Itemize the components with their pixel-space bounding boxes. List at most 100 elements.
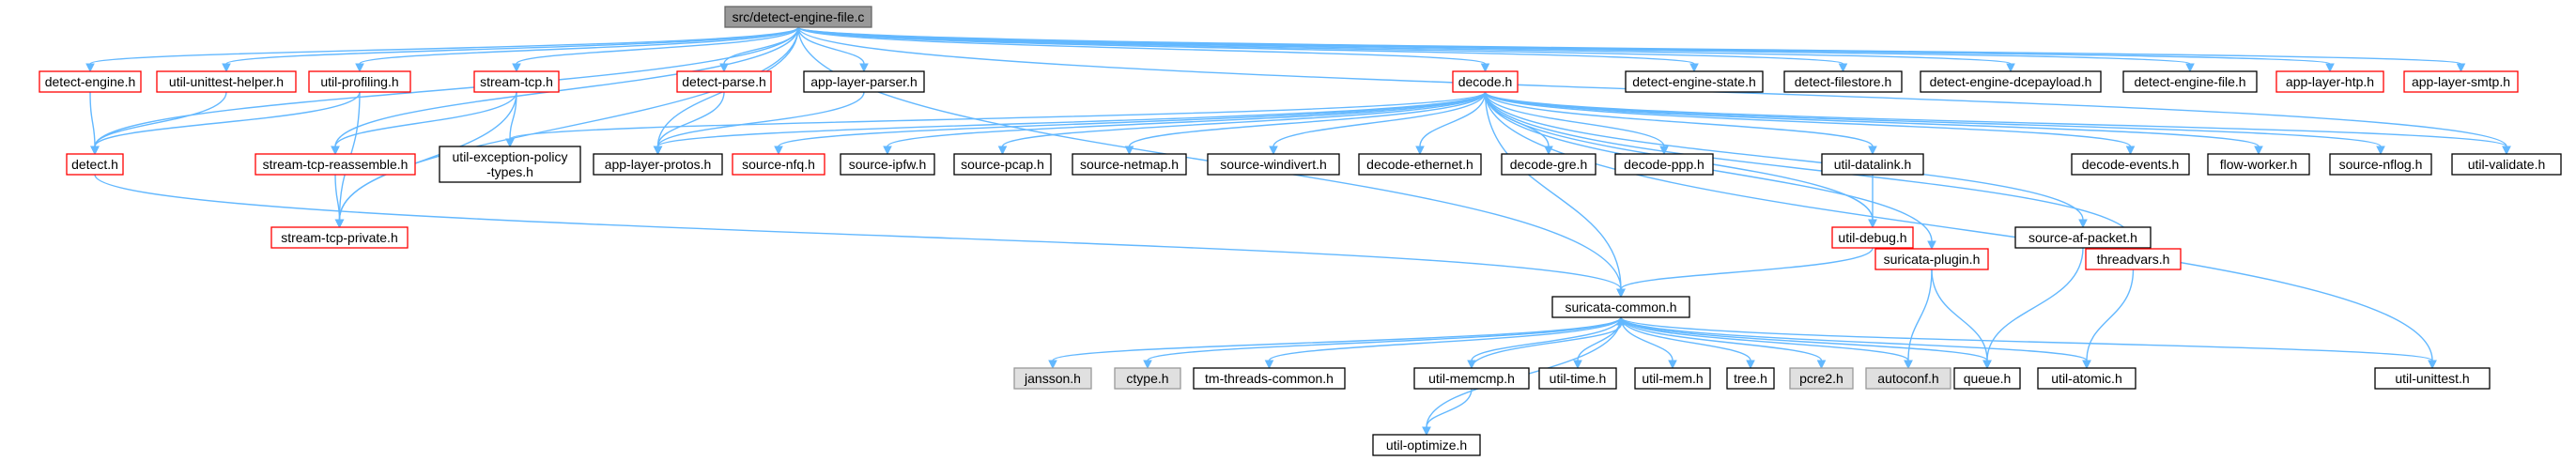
- node-label: app-layer-smtp.h: [2412, 74, 2510, 89]
- node-label: source-netmap.h: [1080, 157, 1179, 172]
- edge-stream-tcp-reassemble-to-stream-tcp-private: [334, 174, 345, 229]
- edge-util-unittest-helper-to-detect: [90, 91, 227, 156]
- node-label: source-ipfw.h: [849, 157, 926, 172]
- node-label: detect-engine-dcepayload.h: [1930, 74, 2092, 89]
- node-decode-gre[interactable]: decode-gre.h: [1501, 153, 1597, 176]
- node-decode[interactable]: decode.h: [1452, 70, 1519, 93]
- edge-util-profiling-to-detect: [90, 91, 361, 156]
- node-util-atomic[interactable]: util-atomic.h: [2037, 367, 2136, 390]
- node-label: source-nflog.h: [2339, 157, 2423, 172]
- edge-suricata-common-to-util-atomic: [1620, 316, 2091, 370]
- node-flow-worker[interactable]: flow-worker.h: [2207, 153, 2310, 176]
- node-box: [308, 70, 411, 93]
- node-ctype[interactable]: ctype.h: [1114, 367, 1181, 390]
- node-root[interactable]: src/detect-engine-file.c: [724, 6, 872, 28]
- node-detect-engine-state[interactable]: detect-engine-state.h: [1625, 70, 1764, 93]
- node-box: [1625, 70, 1764, 93]
- node-queue[interactable]: queue.h: [1953, 367, 2021, 390]
- node-label: util-time.h: [1550, 371, 1607, 386]
- edge-decode-to-source-nfq: [774, 91, 1487, 156]
- node-label: decode-events.h: [2082, 157, 2180, 172]
- node-detect-engine-file[interactable]: detect-engine-file.h: [2122, 70, 2258, 93]
- node-source-nflog[interactable]: source-nflog.h: [2329, 153, 2432, 176]
- node-label: source-af-packet.h: [2028, 230, 2137, 245]
- node-decode-ethernet[interactable]: decode-ethernet.h: [1358, 153, 1482, 176]
- node-autoconf[interactable]: autoconf.h: [1865, 367, 1951, 390]
- node-util-unittest[interactable]: util-unittest.h: [2374, 367, 2491, 390]
- node-label: stream-tcp.h: [480, 74, 553, 89]
- node-stream-tcp-reassemble[interactable]: stream-tcp-reassemble.h: [255, 153, 416, 176]
- node-detect-engine-dcepayload[interactable]: detect-engine-dcepayload.h: [1920, 70, 2102, 93]
- node-app-layer-parser[interactable]: app-layer-parser.h: [803, 70, 925, 93]
- node-util-mem[interactable]: util-mem.h: [1634, 367, 1711, 390]
- node-label: suricata-plugin.h: [1884, 252, 1981, 267]
- edge-root-to-app-layer-smtp: [797, 26, 2466, 73]
- node-util-memcmp[interactable]: util-memcmp.h: [1413, 367, 1530, 390]
- nodes-layer: src/detect-engine-file.c detect-engine.h u…: [39, 6, 2562, 456]
- node-threadvars[interactable]: threadvars.h: [2085, 248, 2182, 270]
- node-util-time[interactable]: util-time.h: [1538, 367, 1617, 390]
- node-stream-tcp-private[interactable]: stream-tcp-private.h: [270, 226, 409, 249]
- node-app-layer-htp[interactable]: app-layer-htp.h: [2275, 70, 2384, 93]
- node-source-netmap[interactable]: source-netmap.h: [1072, 153, 1187, 176]
- node-box: [1501, 153, 1597, 176]
- node-util-datalink[interactable]: util-datalink.h: [1821, 153, 1924, 176]
- node-label: autoconf.h: [1877, 371, 1938, 386]
- node-label: decode.h: [1458, 74, 1513, 89]
- node-detect-engine[interactable]: detect-engine.h: [39, 70, 142, 93]
- edge-suricata-common-to-ctype: [1143, 316, 1622, 370]
- node-util-optimize[interactable]: util-optimize.h: [1372, 434, 1481, 456]
- node-box: [1865, 367, 1951, 390]
- node-util-exception-policy-types[interactable]: util-exception-policy-types.h: [439, 146, 581, 183]
- node-source-ipfw[interactable]: source-ipfw.h: [840, 153, 935, 176]
- node-tree[interactable]: tree.h: [1726, 367, 1775, 390]
- edge-suricata-common-to-tm-threads-common: [1264, 316, 1622, 370]
- node-box: [255, 153, 416, 176]
- node-label: util-mem.h: [1642, 371, 1703, 386]
- node-box: [840, 153, 935, 176]
- edge-root-to-detect-engine-state: [797, 26, 1699, 73]
- node-jansson[interactable]: jansson.h: [1013, 367, 1092, 390]
- edge-suricata-common-to-queue: [1620, 316, 1992, 370]
- node-source-nfq[interactable]: source-nfq.h: [732, 153, 825, 176]
- edge-suricata-common-to-autoconf: [1620, 316, 1913, 370]
- node-util-unittest-helper[interactable]: util-unittest-helper.h: [156, 70, 297, 93]
- node-source-pcap[interactable]: source-pcap.h: [953, 153, 1052, 176]
- node-detect-filestore[interactable]: detect-filestore.h: [1783, 70, 1903, 93]
- node-util-debug[interactable]: util-debug.h: [1831, 226, 1914, 249]
- node-app-layer-smtp[interactable]: app-layer-smtp.h: [2403, 70, 2519, 93]
- node-stream-tcp[interactable]: stream-tcp.h: [473, 70, 560, 93]
- node-source-windivert[interactable]: source-windivert.h: [1207, 153, 1340, 176]
- node-detect[interactable]: detect.h: [66, 153, 124, 176]
- node-box: [270, 226, 409, 249]
- node-label: src/detect-engine-file.c: [733, 9, 865, 24]
- edge-decode-to-decode-ppp: [1484, 91, 1669, 156]
- node-app-layer-protos[interactable]: app-layer-protos.h: [593, 153, 723, 176]
- edge-util-memcmp-to-suricata-common: [1471, 315, 1626, 369]
- node-box: [1874, 248, 1989, 270]
- node-box: [953, 153, 1052, 176]
- node-label: source-windivert.h: [1220, 157, 1327, 172]
- node-label: queue.h: [1964, 371, 2012, 386]
- node-box: [1358, 153, 1482, 176]
- node-util-profiling[interactable]: util-profiling.h: [308, 70, 411, 93]
- edge-root-to-util-profiling: [355, 26, 799, 73]
- node-detect-parse[interactable]: detect-parse.h: [676, 70, 772, 93]
- node-label: detect-engine-state.h: [1632, 74, 1756, 89]
- edge-source-af-packet-to-queue: [1982, 247, 2084, 370]
- node-box: [1013, 367, 1092, 390]
- node-suricata-plugin[interactable]: suricata-plugin.h: [1874, 248, 1989, 270]
- node-util-validate[interactable]: util-validate.h: [2451, 153, 2562, 176]
- edge-decode-to-source-ipfw: [883, 91, 1487, 156]
- node-box: [803, 70, 925, 93]
- node-box: [2451, 153, 2562, 176]
- node-tm-threads-common[interactable]: tm-threads-common.h: [1193, 367, 1346, 390]
- node-label: util-exception-policy: [453, 149, 568, 164]
- node-box: [1538, 367, 1617, 390]
- node-decode-events[interactable]: decode-events.h: [2071, 153, 2190, 176]
- node-suricata-common[interactable]: suricata-common.h: [1551, 296, 1690, 318]
- node-label: source-pcap.h: [961, 157, 1044, 172]
- node-pcre2[interactable]: pcre2.h: [1789, 367, 1854, 390]
- node-source-af-packet[interactable]: source-af-packet.h: [2014, 226, 2152, 249]
- node-decode-ppp[interactable]: decode-ppp.h: [1614, 153, 1714, 176]
